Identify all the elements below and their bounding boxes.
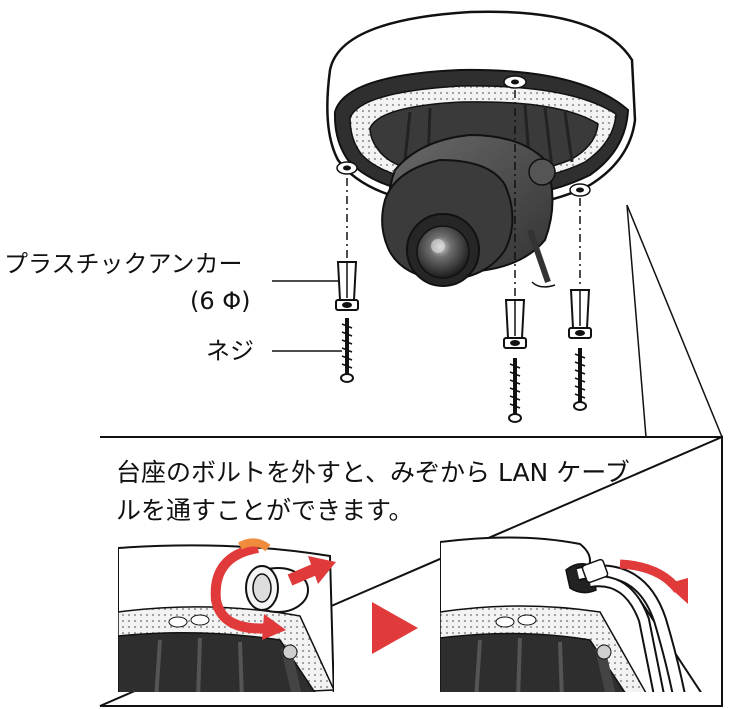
anchor-size-label: (6 Φ) (190, 287, 251, 315)
plastic-anchor (335, 261, 359, 311)
plastic-anchor (503, 299, 527, 349)
callout-pointer-right (626, 204, 723, 438)
next-step-arrow-icon (372, 602, 418, 654)
screw (573, 348, 587, 411)
screw (340, 318, 354, 383)
camera-head (381, 133, 556, 288)
screw (508, 358, 522, 423)
callout-box (99, 435, 723, 707)
detail-remove-bolt (118, 538, 336, 692)
callout-pointer-left (626, 204, 647, 438)
anchor-label: プラスチックアンカー (4, 250, 243, 278)
screw-label: ネジ (206, 337, 254, 365)
callout-text-line1: 台座のボルトを外すと、みぞから LAN ケーブ (116, 458, 630, 487)
detail-cable-through-groove (440, 536, 702, 692)
plastic-anchor (568, 289, 592, 339)
callout-text-line2: ルを通すことができます。 (116, 496, 414, 525)
guide-lines (346, 90, 581, 296)
